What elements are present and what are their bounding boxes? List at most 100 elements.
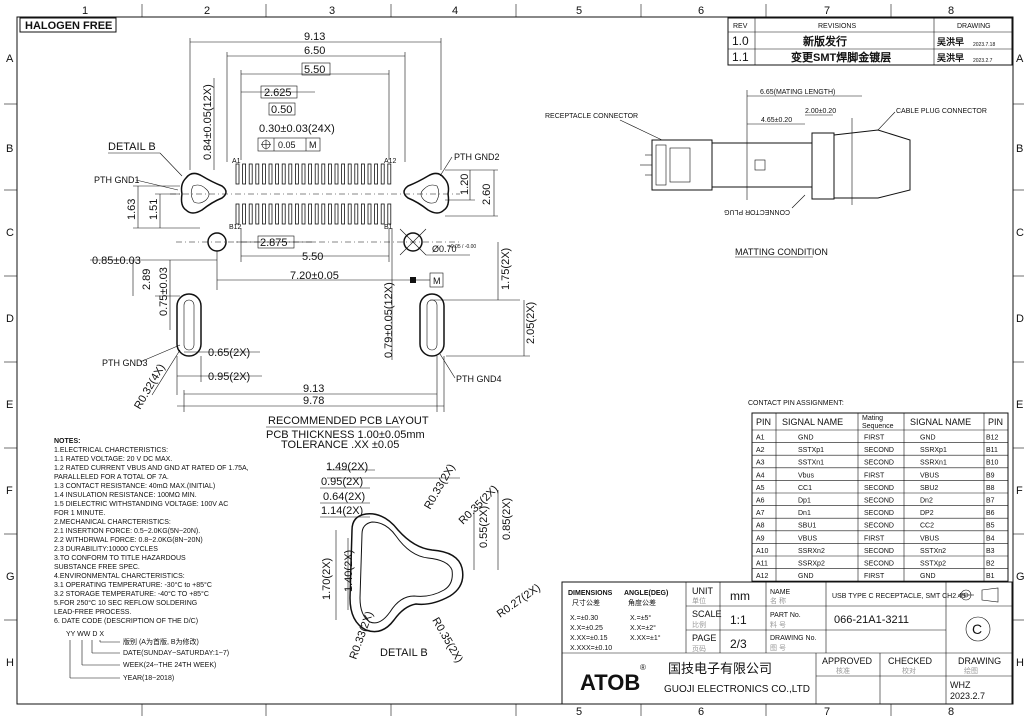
svg-text:DIMENSIONS: DIMENSIONS (568, 590, 613, 597)
dim-1-63: 1.63 (126, 199, 138, 220)
pin-table-cell: CC2 (920, 523, 934, 530)
company-name-cn: 国技电子有限公司 (668, 661, 772, 676)
svg-text:0.55(2X): 0.55(2X) (478, 506, 490, 548)
pin-table-cell: SECOND (864, 485, 894, 492)
drawing-date: 2023.2.7 (950, 691, 985, 701)
row-label: A (1016, 53, 1024, 65)
svg-text:单位: 单位 (692, 596, 706, 605)
notes-line: SUBSTANCE FREE SPEC. (54, 564, 140, 571)
notes-line: 1.1 RATED VOLTAGE: 20 V DC MAX. (54, 456, 172, 463)
pin-table-cell: GND (920, 435, 936, 442)
notes-line: 1.3 CONTACT RESISTANCE: 40mΩ MAX.(INITIA… (54, 483, 215, 490)
svg-text:R0.35(2X): R0.35(2X) (429, 616, 464, 665)
date-code-legend: YY WW D X 版别 (A为首版, B为修改) DATE(SUNDAY~SA… (66, 631, 229, 682)
pin-table-cell: B12 (986, 435, 999, 442)
dim-1-75: 1.75(2X) (500, 248, 512, 290)
smt-pad (268, 203, 273, 225)
pin-table-cell: A12 (756, 573, 769, 580)
svg-text:PART No.: PART No. (770, 612, 801, 619)
pin-table-cell: FIRST (864, 573, 885, 580)
svg-text:®: ® (640, 663, 646, 672)
smt-pad (235, 163, 240, 185)
svg-text:C: C (972, 621, 982, 637)
pin-label-b12: B12 (229, 224, 242, 231)
smt-pad (387, 163, 392, 185)
svg-text:DRAWING No.: DRAWING No. (770, 635, 816, 642)
pin-table-cell: SSTXn2 (920, 548, 946, 555)
row-label: D (1016, 313, 1024, 325)
smt-pad (360, 163, 365, 185)
notes-line: 2.1 INSERTION FORCE: 0.5~2.0KG(5N~20N). (54, 528, 200, 535)
pth-gnd4-pad (419, 293, 445, 357)
dim-2-05: 2.05(2X) (525, 302, 537, 344)
svg-text:R0.33(2X): R0.33(2X) (348, 610, 376, 661)
svg-text:X.XXX=±0.10: X.XXX=±0.10 (570, 645, 612, 652)
svg-text:REVISIONS: REVISIONS (818, 23, 856, 30)
pin-table-header: Sequence (862, 423, 894, 430)
pin-table-cell: SECOND (864, 523, 894, 530)
company-name-en: GUOJI ELECTRONICS CO.,LTD (664, 684, 810, 695)
top-dimensions: 9.13 6.50 5.50 2.625 0.50 0.30±0.03(24X)… (190, 31, 441, 152)
smt-pad (314, 163, 319, 185)
pth-gnd3-pad (176, 293, 202, 357)
dim-pitch: 0.30±0.03(24X) (259, 123, 335, 135)
svg-text:UNIT: UNIT (692, 586, 713, 596)
svg-text:1.14(2X): 1.14(2X) (321, 505, 363, 517)
notes-block: NOTES: 1.ELECTRICAL CHARCTERISTICS: 1.1 … (54, 438, 249, 625)
svg-text:X.=±0.30: X.=±0.30 (570, 615, 598, 622)
smt-pad (327, 203, 332, 225)
svg-text:1.49(2X): 1.49(2X) (326, 461, 368, 473)
sheet-frame (4, 4, 1024, 716)
pin-table-cell: GND (798, 435, 814, 442)
svg-text:HALOGEN FREE: HALOGEN FREE (25, 20, 112, 32)
svg-text:SCALE: SCALE (692, 609, 722, 619)
pin-table-cell: A2 (756, 447, 765, 454)
col-label: 7 (824, 706, 830, 718)
col-label: 8 (948, 5, 954, 17)
pin-table-cell: SECOND (864, 447, 894, 454)
pin-table-cell: GND (798, 573, 814, 580)
cable-body (833, 129, 911, 199)
row-label: A (6, 53, 14, 65)
svg-text:X.X=±2°: X.X=±2° (630, 624, 656, 632)
col-label: 5 (576, 5, 582, 17)
dim-9-13-bottom: 9.13 (303, 383, 324, 395)
dim-0-75: 0.75±0.03 (158, 267, 170, 316)
svg-text:2/3: 2/3 (730, 637, 747, 651)
pin-label-b1: B1 (384, 224, 393, 231)
svg-text:DRAWING: DRAWING (957, 23, 991, 30)
locating-hole-right (403, 232, 423, 252)
part-name: USB TYPE C RECEPTACLE, SMT CH2.45 (832, 593, 966, 600)
dim-2-00: 2.00±0.20 (805, 108, 836, 115)
smt-pad (235, 203, 240, 225)
notes-line: FOR 1 MINUTE. (54, 510, 105, 517)
pin-table-header: Mating (862, 415, 883, 422)
pin-table-cell: A9 (756, 535, 765, 542)
label-cable-plug: CABLE PLUG CONNECTOR (896, 108, 987, 115)
smt-pad (334, 163, 339, 185)
svg-text:R0.27(2X): R0.27(2X) (495, 582, 543, 621)
col-label: 2 (204, 5, 210, 17)
svg-text:绘图: 绘图 (964, 666, 978, 675)
position-tolerance: 0.05 (278, 140, 296, 150)
pin-table-cell: SBU1 (798, 523, 816, 530)
pin-table-cell: SECOND (864, 561, 894, 568)
svg-text:尺寸公差: 尺寸公差 (572, 598, 600, 607)
pin-table-cell: B2 (986, 561, 995, 568)
dim-5-50-top: 5.50 (304, 64, 325, 76)
pin-table-cell: SSRXp1 (920, 447, 947, 454)
svg-text:比例: 比例 (692, 620, 706, 629)
svg-text:1.70(2X): 1.70(2X) (321, 558, 333, 600)
drawer-initials: WHZ (950, 680, 971, 690)
pin-table-cell: SECOND (864, 460, 894, 467)
row-label: F (6, 485, 13, 497)
notes-line: 3.2 STORAGE TEMPERATURE: -40°C TO +85°C (54, 590, 209, 598)
pin-table-cell: Dn2 (920, 498, 933, 505)
smt-pad (268, 163, 273, 185)
grid-column-labels: 1 2 3 4 5 6 7 8 5 6 7 8 (82, 5, 954, 718)
pin-table-cell: Dn1 (798, 510, 811, 517)
smt-pad (308, 163, 313, 185)
pin-table-cell: B3 (986, 548, 995, 555)
pin-table-cell: SSTXp2 (920, 561, 946, 568)
smt-pad-row-top (170, 163, 460, 195)
